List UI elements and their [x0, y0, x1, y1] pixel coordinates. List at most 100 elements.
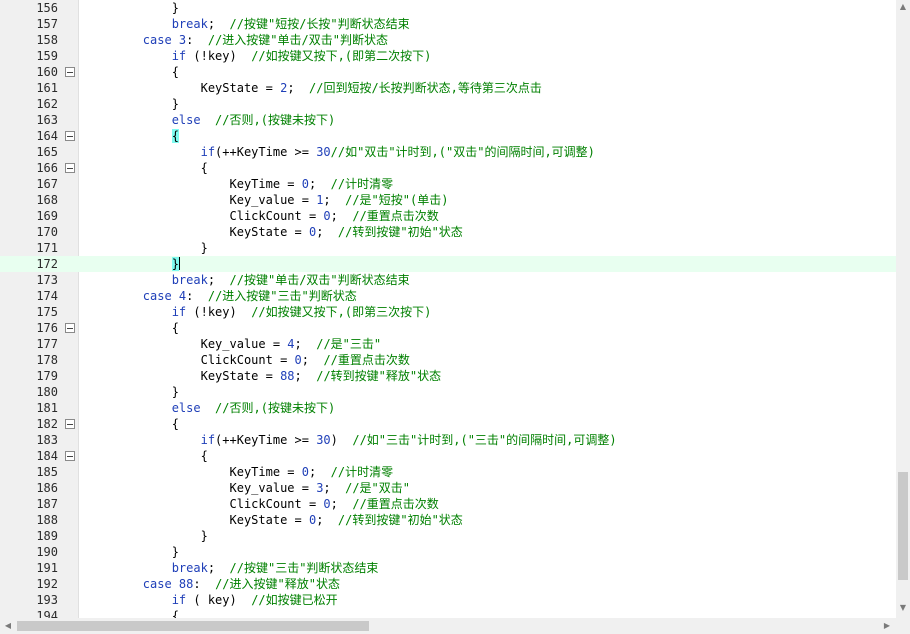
code-line[interactable]: 184 {	[0, 448, 896, 464]
code-line[interactable]: 160 {	[0, 64, 896, 80]
code-text[interactable]: break; //按键"短按/长按"判断状态结束	[85, 16, 410, 32]
code-text[interactable]: {	[85, 64, 179, 80]
scroll-down-arrow-icon[interactable]: ▼	[899, 603, 907, 612]
code-text[interactable]: {	[85, 320, 179, 336]
code-number: 0	[308, 225, 317, 239]
code-text[interactable]: KeyState = 2; //回到短按/长按判断状态,等待第三次点击	[85, 80, 542, 96]
code-text[interactable]: ClickCount = 0; //重置点击次数	[85, 352, 410, 368]
code-line[interactable]: 161 KeyState = 2; //回到短按/长按判断状态,等待第三次点击	[0, 80, 896, 96]
scroll-up-arrow-icon[interactable]: ▲	[899, 2, 907, 11]
code-text[interactable]: }	[85, 544, 179, 560]
code-line[interactable]: 162 }	[0, 96, 896, 112]
code-line[interactable]: 181 else //否则,(按键未按下)	[0, 400, 896, 416]
code-text[interactable]: case 88: //进入按键"释放"状态	[85, 576, 340, 592]
code-text[interactable]: {	[85, 160, 208, 176]
code-line[interactable]: 156 }	[0, 0, 896, 16]
code-text[interactable]: }	[85, 384, 179, 400]
code-text[interactable]: {	[85, 448, 208, 464]
code-line[interactable]: 194 {	[0, 608, 896, 618]
code-line[interactable]: 193 if ( key) //如按键已松开	[0, 592, 896, 608]
code-line[interactable]: 182 {	[0, 416, 896, 432]
horizontal-scrollbar[interactable]: ◀ ▶	[0, 618, 896, 634]
code-line[interactable]: 169 ClickCount = 0; //重置点击次数	[0, 208, 896, 224]
code-line[interactable]: 165 if(++KeyTime >= 30//如"双击"计时到,("双击"的间…	[0, 144, 896, 160]
code-text[interactable]: ClickCount = 0; //重置点击次数	[85, 208, 438, 224]
code-line[interactable]: 187 ClickCount = 0; //重置点击次数	[0, 496, 896, 512]
code-text[interactable]: Key_value = 4; //是"三击"	[85, 336, 382, 352]
code-text[interactable]: }	[85, 240, 208, 256]
code-text[interactable]: if(++KeyTime >= 30//如"双击"计时到,("双击"的间隔时间,…	[85, 144, 595, 160]
code-line[interactable]: 190 }	[0, 544, 896, 560]
code-text[interactable]: break; //按键"三击"判断状态结束	[85, 560, 379, 576]
code-line[interactable]: 172 }	[0, 256, 896, 272]
code-text[interactable]: if ( key) //如按键已松开	[85, 592, 338, 608]
scrollbar-corner	[896, 618, 910, 634]
fold-collapse-icon[interactable]	[65, 163, 75, 173]
code-text[interactable]: case 4: //进入按键"三击"判断状态	[85, 288, 357, 304]
vertical-scroll-thumb[interactable]	[898, 472, 908, 580]
vertical-scrollbar[interactable]: ▲ ▼	[896, 0, 910, 618]
code-line[interactable]: 171 }	[0, 240, 896, 256]
code-line[interactable]: 192 case 88: //进入按键"释放"状态	[0, 576, 896, 592]
code-text[interactable]: if(++KeyTime >= 30) //如"三击"计时到,("三击"的间隔时…	[85, 432, 617, 448]
code-text[interactable]: }	[85, 96, 179, 112]
code-line[interactable]: 159 if (!key) //如按键又按下,(即第二次按下)	[0, 48, 896, 64]
code-text[interactable]: {	[85, 608, 179, 618]
code-comment: //否则,(按键未按下)	[215, 113, 336, 127]
code-line[interactable]: 163 else //否则,(按键未按下)	[0, 112, 896, 128]
code-line[interactable]: 167 KeyTime = 0; //计时清零	[0, 176, 896, 192]
code-token: ;	[207, 17, 230, 31]
code-line[interactable]: 191 break; //按键"三击"判断状态结束	[0, 560, 896, 576]
code-line[interactable]: 186 Key_value = 3; //是"双击"	[0, 480, 896, 496]
code-text[interactable]: Key_value = 3; //是"双击"	[85, 480, 410, 496]
code-text[interactable]: KeyState = 0; //转到按键"初始"状态	[85, 224, 462, 240]
code-comment: //如按键又按下,(即第二次按下)	[251, 49, 432, 63]
code-line[interactable]: 177 Key_value = 4; //是"三击"	[0, 336, 896, 352]
code-text[interactable]: {	[85, 128, 179, 144]
code-text[interactable]: }	[85, 256, 180, 272]
code-line[interactable]: 168 Key_value = 1; //是"短按"(单击)	[0, 192, 896, 208]
fold-collapse-icon[interactable]	[65, 67, 75, 77]
code-text[interactable]: Key_value = 1; //是"短按"(单击)	[85, 192, 448, 208]
code-line[interactable]: 183 if(++KeyTime >= 30) //如"三击"计时到,("三击"…	[0, 432, 896, 448]
code-text[interactable]: }	[85, 0, 179, 16]
code-line[interactable]: 189 }	[0, 528, 896, 544]
code-line[interactable]: 180 }	[0, 384, 896, 400]
code-text[interactable]: KeyState = 0; //转到按键"初始"状态	[85, 512, 462, 528]
code-line[interactable]: 166 {	[0, 160, 896, 176]
code-line[interactable]: 170 KeyState = 0; //转到按键"初始"状态	[0, 224, 896, 240]
code-text[interactable]: KeyState = 88; //转到按键"释放"状态	[85, 368, 442, 384]
code-line[interactable]: 157 break; //按键"短按/长按"判断状态结束	[0, 16, 896, 32]
code-line[interactable]: 173 break; //按键"单击/双击"判断状态结束	[0, 272, 896, 288]
code-keyword: break	[85, 273, 208, 287]
code-line[interactable]: 185 KeyTime = 0; //计时清零	[0, 464, 896, 480]
horizontal-scroll-thumb[interactable]	[17, 621, 369, 631]
code-text[interactable]: }	[85, 528, 208, 544]
fold-collapse-icon[interactable]	[65, 419, 75, 429]
fold-collapse-icon[interactable]	[65, 323, 75, 333]
scroll-left-arrow-icon[interactable]: ◀	[4, 621, 12, 630]
fold-collapse-icon[interactable]	[65, 131, 75, 141]
code-line[interactable]: 175 if (!key) //如按键又按下,(即第三次按下)	[0, 304, 896, 320]
code-text[interactable]: {	[85, 416, 179, 432]
code-text[interactable]: if (!key) //如按键又按下,(即第二次按下)	[85, 48, 432, 64]
code-text[interactable]: else //否则,(按键未按下)	[85, 400, 335, 416]
scroll-right-arrow-icon[interactable]: ▶	[883, 621, 891, 630]
code-text[interactable]: KeyTime = 0; //计时清零	[85, 176, 393, 192]
code-text[interactable]: case 3: //进入按键"单击/双击"判断状态	[85, 32, 388, 48]
code-text[interactable]: KeyTime = 0; //计时清零	[85, 464, 393, 480]
code-line[interactable]: 178 ClickCount = 0; //重置点击次数	[0, 352, 896, 368]
code-comment: //进入按键"单击/双击"判断状态	[207, 33, 388, 47]
code-line[interactable]: 188 KeyState = 0; //转到按键"初始"状态	[0, 512, 896, 528]
code-line[interactable]: 176 {	[0, 320, 896, 336]
code-line[interactable]: 179 KeyState = 88; //转到按键"释放"状态	[0, 368, 896, 384]
code-text[interactable]: if (!key) //如按键又按下,(即第三次按下)	[85, 304, 432, 320]
code-text[interactable]: break; //按键"单击/双击"判断状态结束	[85, 272, 410, 288]
fold-collapse-icon[interactable]	[65, 451, 75, 461]
code-line[interactable]: 158 case 3: //进入按键"单击/双击"判断状态	[0, 32, 896, 48]
code-line[interactable]: 164 {	[0, 128, 896, 144]
code-text[interactable]: ClickCount = 0; //重置点击次数	[85, 496, 438, 512]
code-text[interactable]: else //否则,(按键未按下)	[85, 112, 335, 128]
code-line[interactable]: 174 case 4: //进入按键"三击"判断状态	[0, 288, 896, 304]
